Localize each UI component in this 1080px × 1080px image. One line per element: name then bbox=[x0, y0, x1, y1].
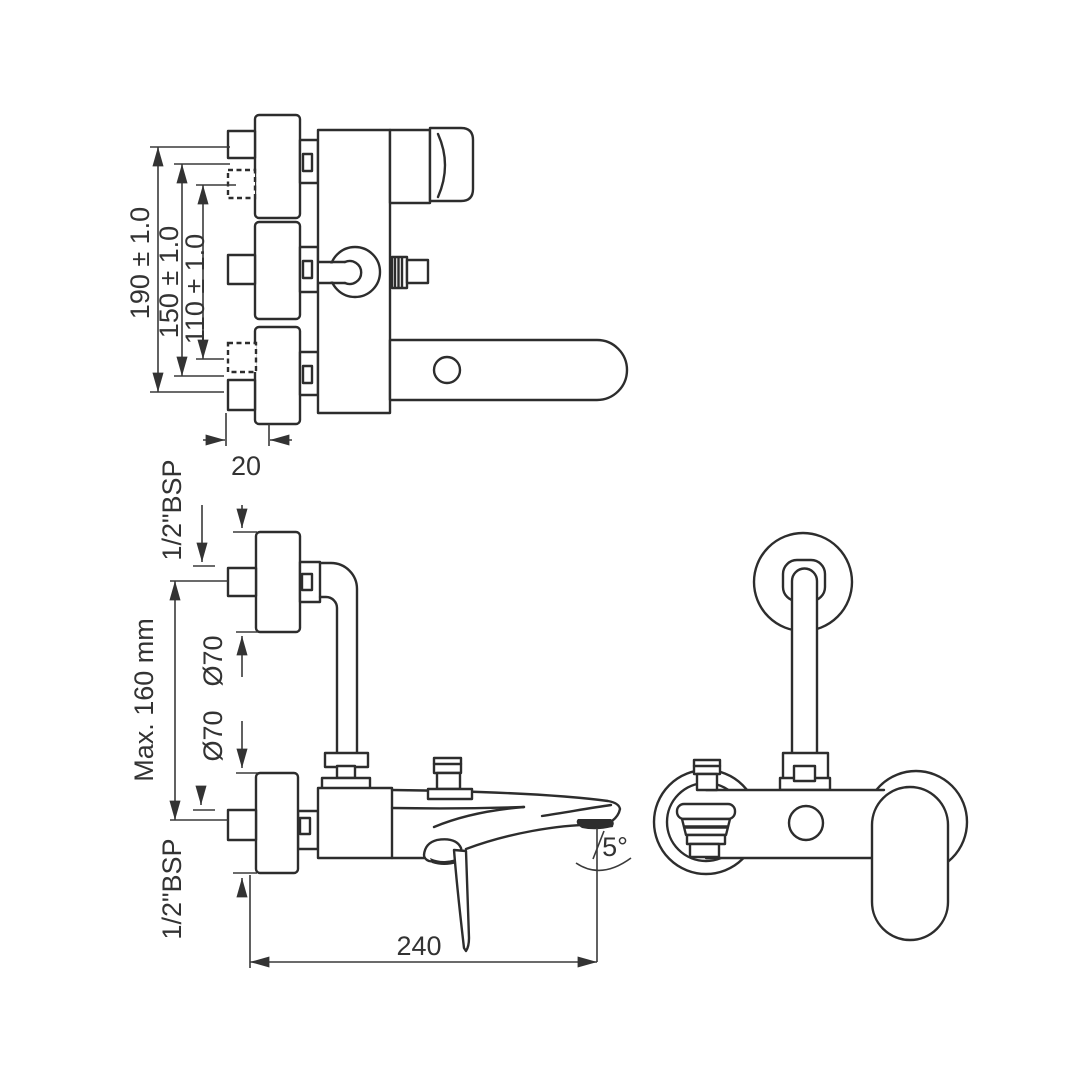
annotation-5deg: 5° bbox=[575, 828, 632, 962]
pipe-connector-front bbox=[778, 751, 832, 792]
lever-handle-front bbox=[870, 785, 950, 942]
side-view: 1/2"BSP Max. 160 mm Ø70 Ø70 1/2"BSP bbox=[129, 459, 632, 968]
front-view bbox=[652, 531, 969, 942]
dimension-110: 110 ± 1.0 bbox=[180, 184, 236, 360]
dim-240-label: 240 bbox=[396, 931, 441, 961]
mounting-blocks bbox=[253, 113, 302, 426]
lower-wall-union bbox=[226, 771, 320, 875]
handle-lever-plan bbox=[388, 338, 629, 402]
outlet-bore-plan bbox=[317, 245, 382, 299]
dimension-240: 240 bbox=[249, 875, 598, 968]
dim-110-label: 110 ± 1.0 bbox=[180, 234, 210, 344]
angle-5-label: 5° bbox=[602, 832, 628, 862]
inlet-connectors bbox=[226, 129, 258, 412]
dimension-190: 190 ± 1.0 bbox=[125, 146, 230, 393]
max160-label: Max. 160 mm bbox=[129, 618, 159, 782]
diverter-knob-side bbox=[426, 756, 474, 801]
thread-label-top: 1/2"BSP bbox=[157, 459, 257, 567]
dimension-max160: Max. 160 mm bbox=[129, 580, 228, 821]
body-stubs bbox=[298, 138, 320, 397]
bsp-top-label: 1/2"BSP bbox=[157, 459, 187, 560]
dimension-20: 20 bbox=[203, 413, 292, 481]
dim-190-label: 190 ± 1.0 bbox=[125, 207, 155, 319]
dia70-upper-label: Ø70 bbox=[198, 635, 228, 686]
valve-body-side bbox=[316, 786, 394, 860]
dimension-150: 150 ± 1.0 bbox=[154, 163, 230, 377]
dim-150-label: 150 ± 1.0 bbox=[154, 226, 184, 338]
dim-20-label: 20 bbox=[231, 451, 261, 481]
upper-wall-union bbox=[226, 530, 322, 634]
spout-side bbox=[390, 788, 622, 860]
bsp-bottom-label: 1/2"BSP bbox=[157, 838, 187, 939]
shower-elbow-pipe bbox=[318, 561, 372, 791]
dimension-dia70-upper: Ø70 bbox=[198, 631, 258, 687]
diverter-knob-front bbox=[675, 758, 737, 859]
dimension-dia70-lower: Ø70 bbox=[198, 710, 258, 774]
aerator bbox=[576, 819, 614, 830]
handle-lever-side bbox=[422, 838, 471, 953]
top-wall-flange bbox=[752, 531, 854, 753]
cartridge-screw bbox=[787, 804, 825, 842]
top-view: 190 ± 1.0 150 ± 1.0 110 ± 1.0 20 bbox=[125, 113, 629, 481]
spout-plan bbox=[388, 126, 475, 205]
thread-label-bottom: 1/2"BSP bbox=[157, 785, 257, 940]
diverter-knob-plan bbox=[390, 255, 430, 290]
dia70-lower-label: Ø70 bbox=[198, 710, 228, 761]
